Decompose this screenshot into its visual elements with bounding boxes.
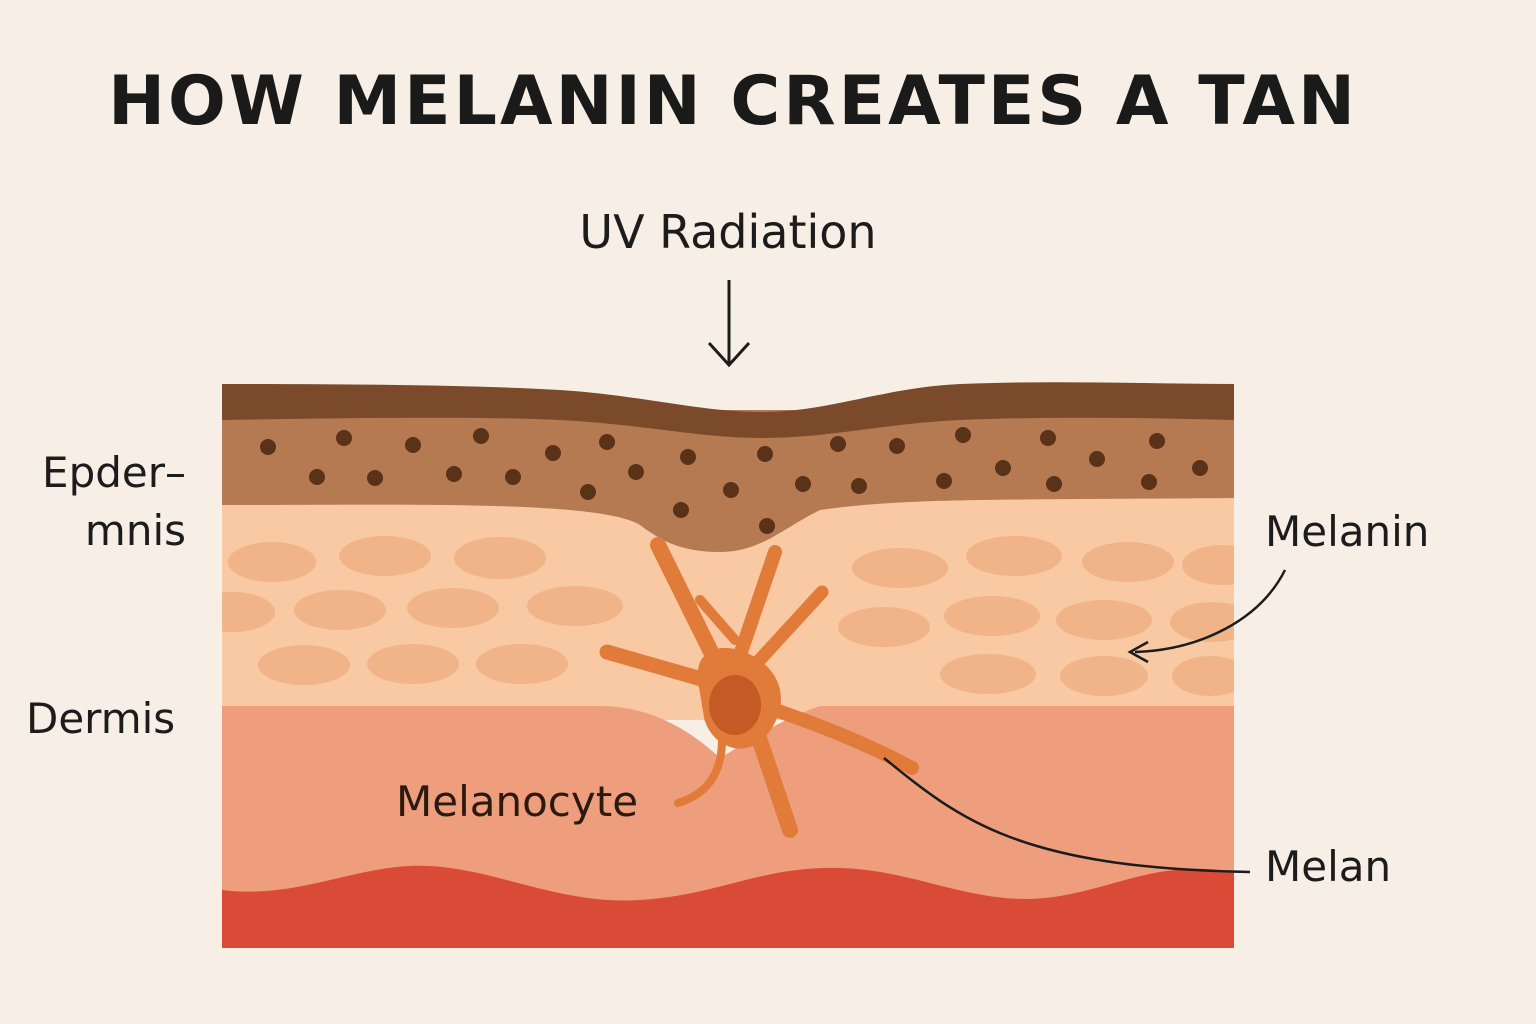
cell: [966, 536, 1062, 576]
granule: [367, 470, 383, 486]
granule: [723, 482, 739, 498]
granule: [889, 438, 905, 454]
dendrite: [674, 736, 726, 807]
cell: [228, 542, 316, 582]
cell: [454, 537, 546, 579]
cell: [1172, 656, 1234, 696]
cell: [222, 592, 275, 632]
melanin-layer: [222, 410, 1234, 552]
granule: [759, 518, 775, 534]
dendrite: [733, 545, 782, 662]
epidermis-cells: [222, 536, 1234, 696]
granule: [628, 464, 644, 480]
granule: [680, 449, 696, 465]
dendrite: [599, 644, 713, 688]
cell: [1060, 656, 1148, 696]
granule: [580, 484, 596, 500]
uv-radiation-label: UV Radiation: [579, 205, 877, 259]
granule: [545, 445, 561, 461]
granule: [405, 437, 421, 453]
dendrite: [753, 698, 919, 775]
cell: [852, 548, 948, 588]
cell: [940, 654, 1036, 694]
melanin-label-top: Melanin: [1265, 507, 1430, 556]
dendrite: [650, 537, 723, 668]
cell: [944, 596, 1040, 636]
granule: [1149, 433, 1165, 449]
melanin-pointer-top: [1134, 569, 1287, 654]
granule: [1046, 476, 1062, 492]
dendrite: [748, 585, 829, 672]
granule: [309, 469, 325, 485]
epidermis-label-line2: mnis: [84, 506, 186, 555]
cell: [294, 590, 386, 630]
granule: [505, 469, 521, 485]
cell: [527, 586, 623, 626]
melanin-label-bottom: Melan: [1265, 842, 1392, 891]
granule: [795, 476, 811, 492]
melanocyte-nucleus: [709, 675, 761, 735]
granule: [599, 434, 615, 450]
cell: [1182, 545, 1234, 585]
granule: [757, 446, 773, 462]
granule: [260, 439, 276, 455]
dendrite: [750, 727, 798, 838]
granule: [446, 466, 462, 482]
granule: [1089, 451, 1105, 467]
melanin-pointer-bottom: [883, 757, 1251, 874]
melanin-granules: [260, 427, 1208, 534]
granule: [830, 436, 846, 452]
granule: [673, 502, 689, 518]
granule: [995, 460, 1011, 476]
granule: [955, 427, 971, 443]
cell: [367, 644, 459, 684]
melanocyte: [599, 537, 919, 838]
granule: [1141, 474, 1157, 490]
uv-arrow: [707, 280, 751, 368]
granule: [851, 478, 867, 494]
epidermis-label: Epder– mnis: [26, 444, 186, 560]
cell: [476, 644, 568, 684]
cell: [838, 607, 930, 647]
cell: [1056, 600, 1152, 640]
stratum-corneum: [222, 382, 1234, 438]
dermis-label: Dermis: [26, 694, 176, 743]
dendrite: [695, 595, 740, 645]
granule: [473, 428, 489, 444]
blood-vessel-layer: [222, 865, 1234, 948]
cell: [258, 645, 350, 685]
page-title: HOW MELANIN CREATES A TAN: [108, 62, 1358, 141]
granule: [1192, 460, 1208, 476]
epidermis-label-line1: Epder–: [42, 448, 186, 497]
cell: [407, 588, 499, 628]
granule: [336, 430, 352, 446]
melanin-pointer-top-arrowhead: [1127, 640, 1149, 664]
melanocyte-label: Melanocyte: [396, 777, 639, 826]
granule: [936, 473, 952, 489]
cell: [1082, 542, 1174, 582]
granule: [1040, 430, 1056, 446]
cell: [339, 536, 431, 576]
